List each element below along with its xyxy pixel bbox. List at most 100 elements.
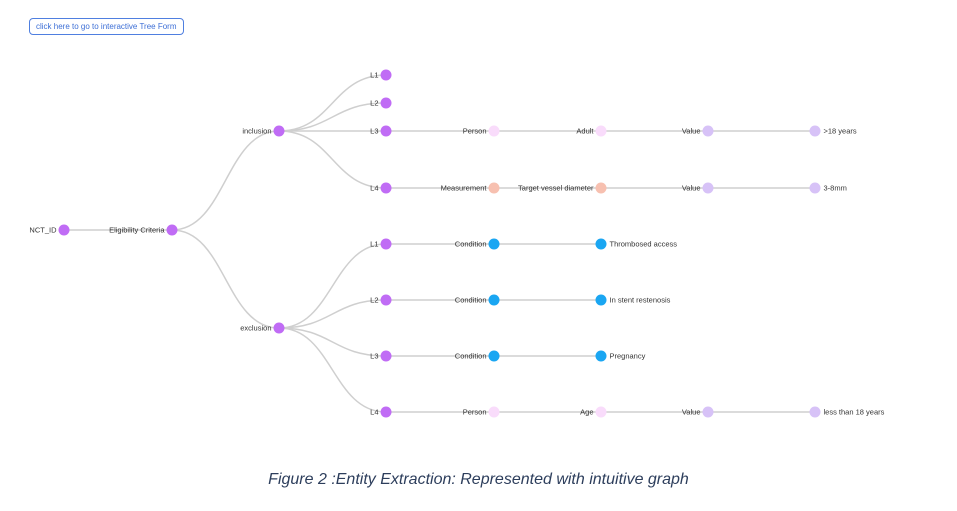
node-exclusion-l3-pregnancy-circle[interactable]	[595, 350, 607, 362]
node-exclusion-l2-condition-label: Condition	[455, 296, 487, 305]
node-inclusion-l2-label: L2	[370, 99, 378, 108]
node-inclusion-label: inclusion	[242, 127, 271, 136]
link-node-exclusion-l3	[278, 327, 387, 357]
node-exclusion-l1-thrombosed-access-label: Thrombosed access	[610, 240, 678, 249]
node-exclusion-l4-person-label: Person	[463, 408, 487, 417]
node-inclusion-l3-value-label: Value	[682, 127, 701, 136]
node-inclusion-l4-3-8mm-label: 3-8mm	[824, 184, 847, 193]
node-inclusion-l3-18-years[interactable]: >18 years	[809, 125, 857, 137]
node-inclusion-circle[interactable]	[273, 125, 285, 137]
node-inclusion-l3-adult-circle[interactable]	[595, 125, 607, 137]
node-exclusion-l2-condition[interactable]: Condition	[455, 294, 500, 306]
node-inclusion-l4-measurement[interactable]: Measurement	[441, 182, 500, 194]
tree-links	[63, 74, 815, 413]
node-exclusion-l1-condition[interactable]: Condition	[455, 238, 500, 250]
node-nct-id[interactable]: NCT_ID	[29, 224, 70, 236]
node-exclusion-l2-in-stent-restenosis-label: In stent restenosis	[610, 296, 671, 305]
link-node-inclusion-l2	[278, 102, 387, 132]
link-node-inclusion-l4	[278, 130, 387, 189]
link-criteria-inclusion	[171, 130, 280, 231]
node-nct-id-label: NCT_ID	[29, 226, 57, 235]
node-inclusion-l4-target-vessel-diameter-circle[interactable]	[595, 182, 607, 194]
node-exclusion-l1-circle[interactable]	[380, 238, 392, 250]
node-nct-id-circle[interactable]	[58, 224, 70, 236]
node-exclusion-l2-circle[interactable]	[380, 294, 392, 306]
node-exclusion-l2-label: L2	[370, 296, 378, 305]
node-inclusion-l4-target-vessel-diameter-label: Target vessel diameter	[518, 184, 594, 193]
link-node-exclusion-l1	[278, 243, 387, 329]
node-inclusion-l2[interactable]: L2	[370, 97, 392, 109]
node-exclusion-l4-label: L4	[370, 408, 378, 417]
node-inclusion-l1-circle[interactable]	[380, 69, 392, 81]
node-exclusion-l2-in-stent-restenosis-circle[interactable]	[595, 294, 607, 306]
node-exclusion-l4-less-than-18-years[interactable]: less than 18 years	[809, 406, 885, 418]
node-inclusion[interactable]: inclusion	[242, 125, 285, 137]
node-eligibility-criteria-label: Eligibility Criteria	[109, 226, 165, 235]
node-inclusion-l4-3-8mm-circle[interactable]	[809, 182, 821, 194]
node-exclusion-l1[interactable]: L1	[370, 238, 392, 250]
node-exclusion-l4-circle[interactable]	[380, 406, 392, 418]
node-exclusion-l1-thrombosed-access-circle[interactable]	[595, 238, 607, 250]
node-exclusion-l2[interactable]: L2	[370, 294, 392, 306]
node-exclusion-l3-condition[interactable]: Condition	[455, 350, 500, 362]
node-exclusion-label: exclusion	[240, 324, 271, 333]
node-inclusion-l3-value-circle[interactable]	[702, 125, 714, 137]
link-node-inclusion-l1	[278, 74, 387, 132]
node-inclusion-l3-adult[interactable]: Adult	[576, 125, 607, 137]
node-eligibility-criteria[interactable]: Eligibility Criteria	[109, 224, 178, 236]
node-exclusion-l4-person-circle[interactable]	[488, 406, 500, 418]
node-inclusion-l4-label: L4	[370, 184, 378, 193]
node-inclusion-l4-circle[interactable]	[380, 182, 392, 194]
node-exclusion-l3-circle[interactable]	[380, 350, 392, 362]
node-inclusion-l4-measurement-label: Measurement	[441, 184, 488, 193]
node-exclusion-l3-pregnancy[interactable]: Pregnancy	[595, 350, 646, 362]
node-exclusion-l4-less-than-18-years-label: less than 18 years	[824, 408, 885, 417]
node-inclusion-l3-18-years-circle[interactable]	[809, 125, 821, 137]
node-inclusion-l3[interactable]: L3	[370, 125, 392, 137]
node-inclusion-l4-value-circle[interactable]	[702, 182, 714, 194]
node-exclusion-l1-condition-circle[interactable]	[488, 238, 500, 250]
node-exclusion-l4-value[interactable]: Value	[682, 406, 714, 418]
node-inclusion-l3-value[interactable]: Value	[682, 125, 714, 137]
link-criteria-exclusion	[171, 229, 280, 329]
node-exclusion-l4-age-label: Age	[580, 408, 593, 417]
node-inclusion-l4[interactable]: L4	[370, 182, 392, 194]
node-exclusion-l4-value-circle[interactable]	[702, 406, 714, 418]
node-inclusion-l3-circle[interactable]	[380, 125, 392, 137]
node-inclusion-l4-target-vessel-diameter[interactable]: Target vessel diameter	[518, 182, 607, 194]
node-exclusion-l3-condition-circle[interactable]	[488, 350, 500, 362]
node-exclusion-l2-in-stent-restenosis[interactable]: In stent restenosis	[595, 294, 671, 306]
node-eligibility-criteria-circle[interactable]	[166, 224, 178, 236]
node-inclusion-l2-circle[interactable]	[380, 97, 392, 109]
node-exclusion-l4-age-circle[interactable]	[595, 406, 607, 418]
link-node-exclusion-l2	[278, 299, 387, 329]
node-exclusion-l4-person[interactable]: Person	[463, 406, 500, 418]
node-exclusion-l3-condition-label: Condition	[455, 352, 487, 361]
interactive-tree-form-button[interactable]: click here to go to interactive Tree For…	[29, 18, 184, 35]
node-inclusion-l1[interactable]: L1	[370, 69, 392, 81]
node-inclusion-l4-measurement-circle[interactable]	[488, 182, 500, 194]
node-exclusion-l4[interactable]: L4	[370, 406, 392, 418]
node-exclusion-l3-label: L3	[370, 352, 378, 361]
figure-caption: Figure 2 :Entity Extraction: Represented…	[268, 471, 689, 488]
node-exclusion-l4-less-than-18-years-circle[interactable]	[809, 406, 821, 418]
node-exclusion-l3[interactable]: L3	[370, 350, 392, 362]
node-inclusion-l3-person-circle[interactable]	[488, 125, 500, 137]
node-inclusion-l4-value-label: Value	[682, 184, 701, 193]
node-inclusion-l3-person[interactable]: Person	[463, 125, 500, 137]
node-exclusion-l1-thrombosed-access[interactable]: Thrombosed access	[595, 238, 678, 250]
node-exclusion-l1-condition-label: Condition	[455, 240, 487, 249]
node-exclusion-l4-age[interactable]: Age	[580, 406, 607, 418]
node-exclusion-circle[interactable]	[273, 322, 285, 334]
node-inclusion-l3-person-label: Person	[463, 127, 487, 136]
node-inclusion-l4-value[interactable]: Value	[682, 182, 714, 194]
node-exclusion-l1-label: L1	[370, 240, 378, 249]
node-inclusion-l1-label: L1	[370, 71, 378, 80]
node-exclusion-l2-condition-circle[interactable]	[488, 294, 500, 306]
node-inclusion-l4-3-8mm[interactable]: 3-8mm	[809, 182, 847, 194]
node-exclusion[interactable]: exclusion	[240, 322, 285, 334]
node-exclusion-l4-value-label: Value	[682, 408, 701, 417]
node-inclusion-l3-adult-label: Adult	[576, 127, 594, 136]
